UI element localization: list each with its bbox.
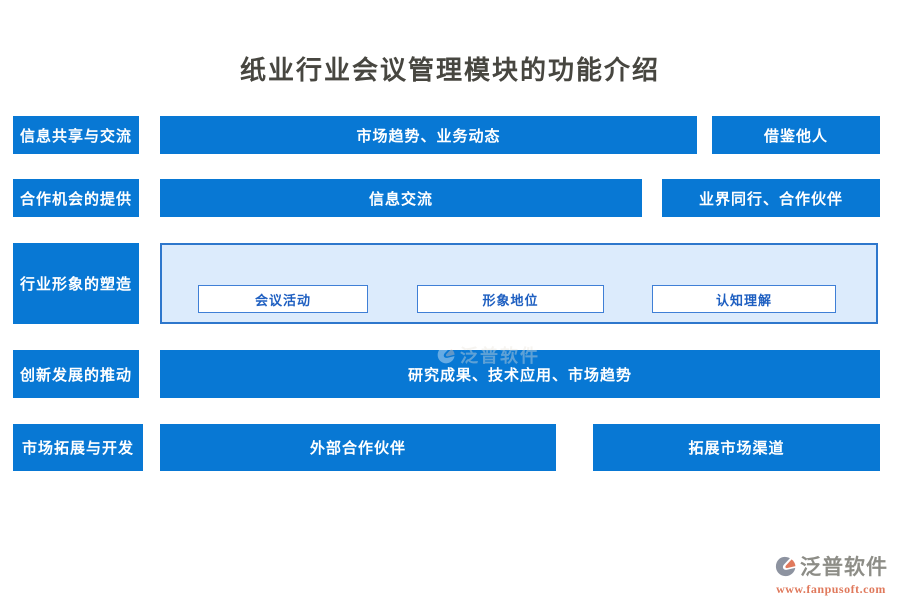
node-image-status: 形象地位 (417, 285, 604, 313)
node-market-trends: 市场趋势、业务动态 (160, 116, 697, 154)
fanpu-logo-url: www.fanpusoft.com (776, 582, 886, 596)
node-cooperation-opportunity: 合作机会的提供 (13, 179, 139, 217)
node-learn-from-others: 借鉴他人 (712, 116, 880, 154)
fanpu-logo-text: 泛普软件 (800, 555, 888, 579)
node-market-expansion: 市场拓展与开发 (13, 424, 143, 471)
node-info-sharing: 信息共享与交流 (13, 116, 139, 154)
node-industry-peers: 业界同行、合作伙伴 (662, 179, 880, 217)
node-meeting-activity: 会议活动 (198, 285, 368, 313)
node-industry-image: 行业形象的塑造 (13, 243, 139, 324)
node-expand-channels: 拓展市场渠道 (593, 424, 880, 471)
node-cognition-understanding: 认知理解 (652, 285, 836, 313)
node-external-partners: 外部合作伙伴 (160, 424, 556, 471)
node-info-exchange: 信息交流 (160, 179, 642, 217)
fanpu-logo-icon (775, 556, 796, 576)
node-innovation-promotion: 创新发展的推动 (13, 350, 139, 398)
fanpu-logo: 泛普软件 www.fanpusoft.com (774, 551, 888, 597)
node-research-results: 研究成果、技术应用、市场趋势 (160, 350, 880, 398)
page-title: 纸业行业会议管理模块的功能介绍 (239, 56, 660, 86)
